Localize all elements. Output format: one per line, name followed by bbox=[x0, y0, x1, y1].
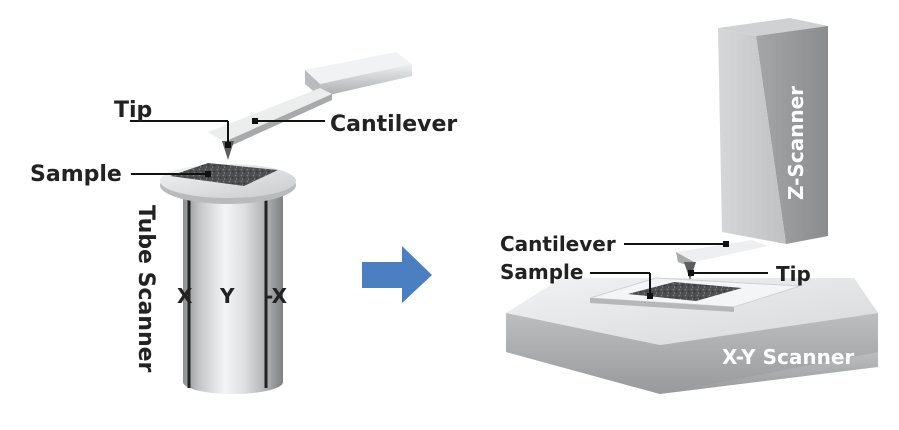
cantilever-arm-right bbox=[676, 240, 768, 262]
tube-scanner-setup: Tip Sample Cantilever Tube Scanner X Y -… bbox=[30, 52, 457, 394]
label-axis-y: Y bbox=[219, 284, 235, 308]
transition-arrow bbox=[362, 246, 432, 303]
label-xy-scanner: X-Y Scanner bbox=[722, 345, 854, 369]
label-cantilever-right: Cantilever bbox=[500, 232, 616, 256]
z-scanner-front bbox=[756, 26, 828, 244]
xy-scanner-front bbox=[506, 313, 878, 394]
label-z-scanner: Z-Scanner bbox=[784, 86, 808, 200]
z-scanner-side bbox=[718, 28, 786, 244]
label-tip-right: Tip bbox=[776, 262, 811, 286]
sample-left bbox=[170, 163, 278, 186]
label-tube-scanner: Tube Scanner bbox=[133, 205, 158, 373]
xy-scanner-top-face bbox=[506, 278, 878, 345]
marker-sample-left bbox=[205, 171, 211, 177]
marker-cantilever-left bbox=[252, 118, 258, 124]
probe-holder-front bbox=[320, 64, 412, 97]
label-cantilever-left: Cantilever bbox=[330, 112, 457, 137]
label-axis-neg-x: -X bbox=[265, 284, 288, 308]
label-sample-right: Sample bbox=[500, 260, 583, 284]
label-sample-left: Sample bbox=[30, 162, 122, 187]
label-tip-left: Tip bbox=[114, 98, 152, 123]
label-axis-x: X bbox=[177, 284, 193, 308]
cantilever-arm-left bbox=[208, 88, 332, 142]
tube-scanner-body bbox=[183, 190, 283, 394]
marker-tip-left bbox=[225, 142, 231, 148]
sample-right bbox=[628, 282, 742, 301]
probe-holder-top bbox=[305, 52, 412, 84]
marker-sample-right bbox=[647, 293, 653, 299]
marker-cantilever-right bbox=[723, 241, 729, 247]
z-scanner-top bbox=[718, 18, 828, 36]
xyz-scanner-setup: Z-Scanner Cantilever Sample Tip X-Y Scan… bbox=[500, 18, 878, 394]
sample-stage-edge bbox=[590, 298, 734, 312]
marker-tip-right bbox=[688, 270, 694, 276]
